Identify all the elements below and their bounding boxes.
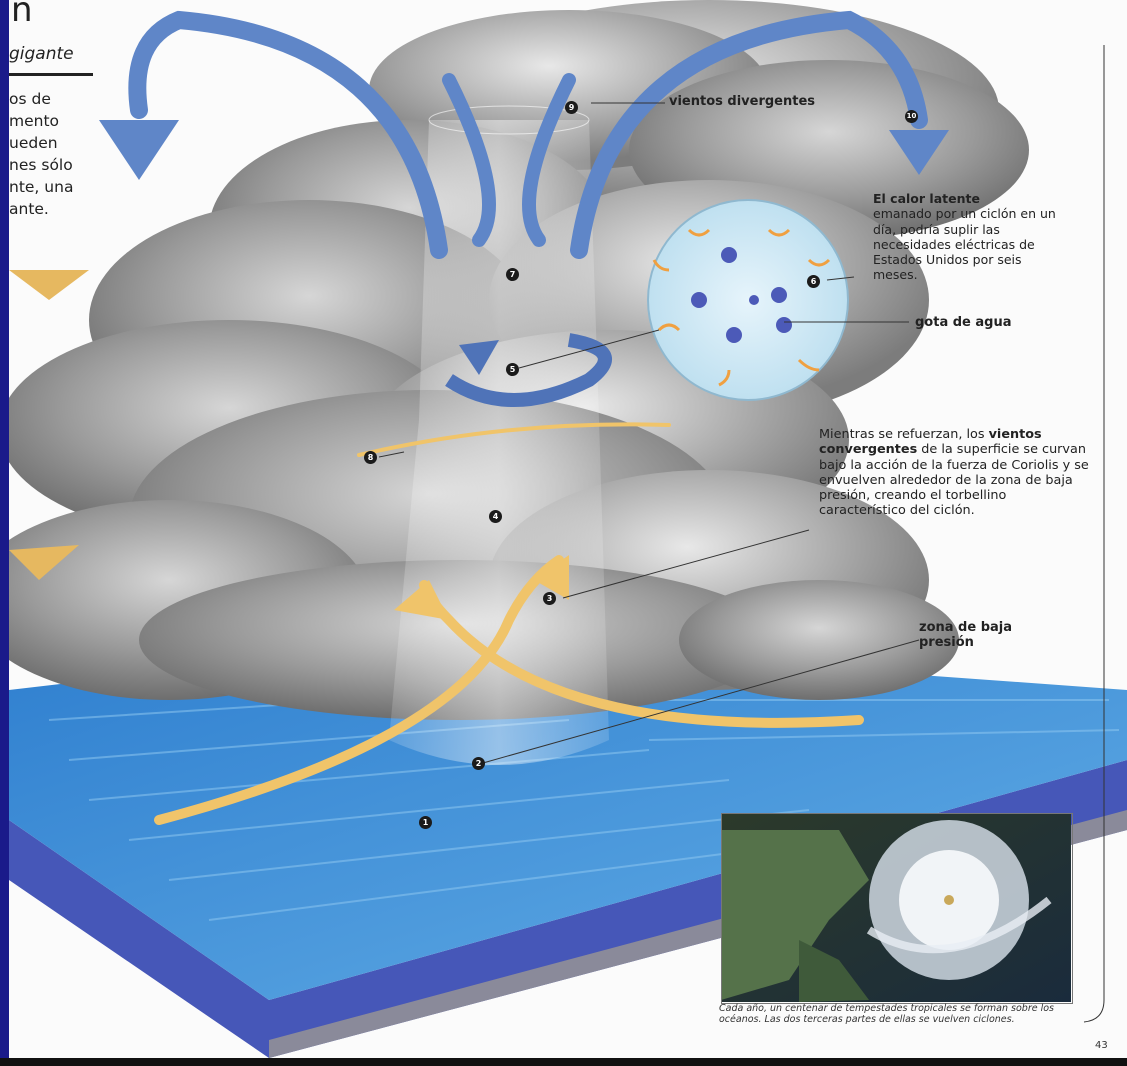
funnel-top-ellipse	[428, 105, 590, 135]
water-drop-inset	[647, 199, 849, 401]
convergent-arrowhead-left	[394, 580, 449, 620]
convergent-arrowhead-right	[534, 555, 569, 600]
marker-3: 3	[543, 592, 556, 605]
hurricane-satellite-photo	[721, 813, 1073, 1004]
left-page-line-4: nes sólo	[9, 156, 73, 174]
marker-7: 7	[506, 268, 519, 281]
coriolis-arrowhead	[459, 340, 499, 375]
marker-1: 1	[419, 816, 432, 829]
marker-4: 4	[489, 510, 502, 523]
left-page-subheading: gigante	[9, 44, 74, 64]
cyclone-diagram	[9, 0, 1127, 1058]
left-page-line-5: nte, una	[9, 178, 74, 196]
latent-heat-title: El calor latente	[873, 191, 980, 206]
convergent-suffix: de la superficie se curvan bajo la acció…	[819, 442, 1089, 519]
divergent-arrowhead-right	[889, 130, 949, 175]
marker-6: 6	[807, 275, 820, 288]
left-page-yellow-arrow-1	[9, 270, 89, 300]
convergent-bold: vientos convergentes	[819, 427, 1042, 458]
coriolis-rotation-ring	[445, 333, 612, 407]
marker-8: 8	[364, 451, 377, 464]
callout-latent-heat: El calor latente emanado por un ciclón e…	[873, 191, 1058, 283]
latent-heat-text: emanado por un ciclón en un día, podría …	[873, 206, 1056, 283]
bottom-edge-strip	[0, 1058, 1127, 1066]
left-page-yellow-arrow-2	[9, 545, 79, 580]
left-page-line-1: os de	[9, 90, 51, 108]
page-number: 43	[1095, 1040, 1108, 1051]
callout-leader-lines	[378, 45, 1105, 1023]
left-page-rule	[9, 73, 93, 76]
callout-low-pressure-zone: zona de baja presión	[919, 620, 1013, 651]
marker-2: 2	[472, 757, 485, 770]
divergent-arrowhead-left	[99, 120, 179, 180]
left-page-heading: n	[11, 0, 33, 30]
convergent-prefix: Mientras se refuerzan, los	[819, 427, 985, 442]
callout-water-drop: gota de agua	[915, 315, 1012, 330]
book-page-scan: n gigante os de mento ueden nes sólo nte…	[9, 0, 1127, 1058]
callout-convergent-winds: Mientras se refuerzan, los vientos conve…	[819, 427, 1091, 519]
low-pressure-funnel	[389, 120, 609, 765]
hurricane-satellite-photo-art	[721, 813, 1071, 1002]
marker-5: 5	[506, 363, 519, 376]
left-page-line-6: ante.	[9, 200, 49, 218]
divergent-wind-arrows	[128, 10, 928, 259]
marker-9: 9	[565, 101, 578, 114]
callout-divergent-winds: vientos divergentes	[669, 94, 816, 109]
left-page-line-3: ueden	[9, 134, 58, 152]
photo-caption: Cada año, un centenar de tempestades tro…	[719, 1003, 1055, 1025]
marker-10: 10	[905, 110, 918, 123]
left-page-line-2: mento	[9, 112, 60, 130]
